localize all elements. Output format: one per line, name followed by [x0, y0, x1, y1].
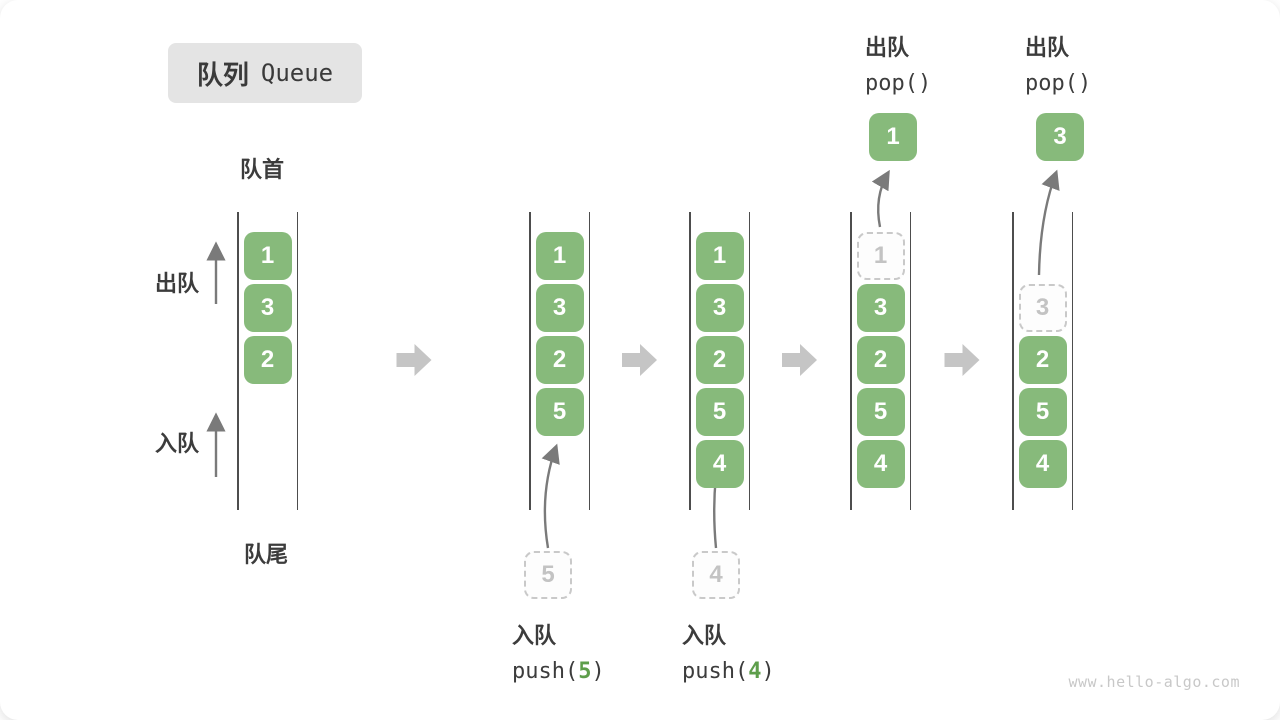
queue-wall-right: [296, 212, 298, 510]
operation-code-label: push(5): [512, 659, 605, 684]
operation-label: 入队 push(5): [512, 618, 605, 684]
queue-rear-label: 队尾: [244, 542, 289, 567]
queue-wall-right: [588, 212, 590, 510]
queue-wall-right: [909, 212, 911, 510]
queue-cell-solid: 5: [1018, 388, 1067, 436]
queue-wall-right: [1071, 212, 1073, 510]
code-pre: pop(): [865, 71, 932, 96]
code-post: ): [591, 659, 605, 684]
queue-cell-dashed: 1: [856, 232, 905, 280]
queue-cell-dashed: 3: [1018, 284, 1067, 332]
operation-label: 出队 pop(): [865, 30, 931, 96]
queue-cell-solid: 5: [535, 388, 584, 436]
code-pre: push(: [682, 659, 749, 684]
queue-cell-solid: 5: [856, 388, 905, 436]
queue-column-1: [237, 212, 298, 510]
queue-cell-solid: 4: [856, 440, 905, 488]
queue-cell-solid: 4: [1018, 440, 1067, 488]
queue-cell-solid: 2: [535, 336, 584, 384]
queue-cell-solid: 2: [856, 336, 905, 384]
operation-label: 入队 push(4): [682, 618, 775, 684]
queue-cell-solid: 2: [1018, 336, 1067, 384]
operation-action-label: 出队: [865, 35, 910, 60]
queue-wall-left: [1012, 212, 1014, 510]
queue-wall-left: [850, 212, 852, 510]
queue-cell-solid: 3: [695, 284, 744, 332]
code-post: ): [761, 659, 775, 684]
queue-cell-solid: 4: [695, 440, 744, 488]
queue-column-5: [1012, 212, 1073, 510]
enqueue-side-label: 入队: [155, 431, 200, 456]
code-arg: 4: [748, 659, 762, 684]
queue-column-4: [850, 212, 911, 510]
code-arg: 5: [578, 659, 592, 684]
queue-cell-solid: 2: [695, 336, 744, 384]
queue-cell-solid: 5: [695, 388, 744, 436]
operation-code-label: pop(): [1025, 71, 1091, 96]
queue-cell-solid: 1: [243, 232, 292, 280]
dequeue-side-label: 出队: [155, 271, 200, 296]
operation-action-label: 入队: [682, 623, 727, 648]
queue-front-label: 队首: [240, 157, 285, 182]
operation-code-label: pop(): [865, 71, 931, 96]
queue-cell-solid: 3: [243, 284, 292, 332]
queue-cell-solid: 1: [695, 232, 744, 280]
queue-column-2: [529, 212, 590, 510]
operation-code-label: push(4): [682, 659, 775, 684]
queue-cell-solid: 1: [535, 232, 584, 280]
queue-cell-solid: 3: [856, 284, 905, 332]
popped-cell: 1: [869, 113, 917, 161]
queue-cell-solid: 2: [243, 336, 292, 384]
title-box: 队列 Queue: [168, 43, 362, 103]
pending-cell: 5: [524, 551, 572, 599]
watermark: www.hello-algo.com: [1068, 673, 1240, 691]
title-en: Queue: [260, 59, 334, 87]
queue-wall-left: [237, 212, 239, 510]
pending-cell: 4: [692, 551, 740, 599]
title-zh: 队列: [196, 59, 249, 90]
popped-cell: 3: [1036, 113, 1084, 161]
operation-action-label: 出队: [1025, 35, 1070, 60]
operation-action-label: 入队: [512, 623, 557, 648]
queue-wall-right: [748, 212, 750, 510]
queue-wall-left: [529, 212, 531, 510]
queue-wall-left: [689, 212, 691, 510]
code-pre: push(: [512, 659, 579, 684]
operation-label: 出队 pop(): [1025, 30, 1091, 96]
queue-column-3: [689, 212, 750, 510]
code-pre: pop(): [1025, 71, 1092, 96]
queue-cell-solid: 3: [535, 284, 584, 332]
